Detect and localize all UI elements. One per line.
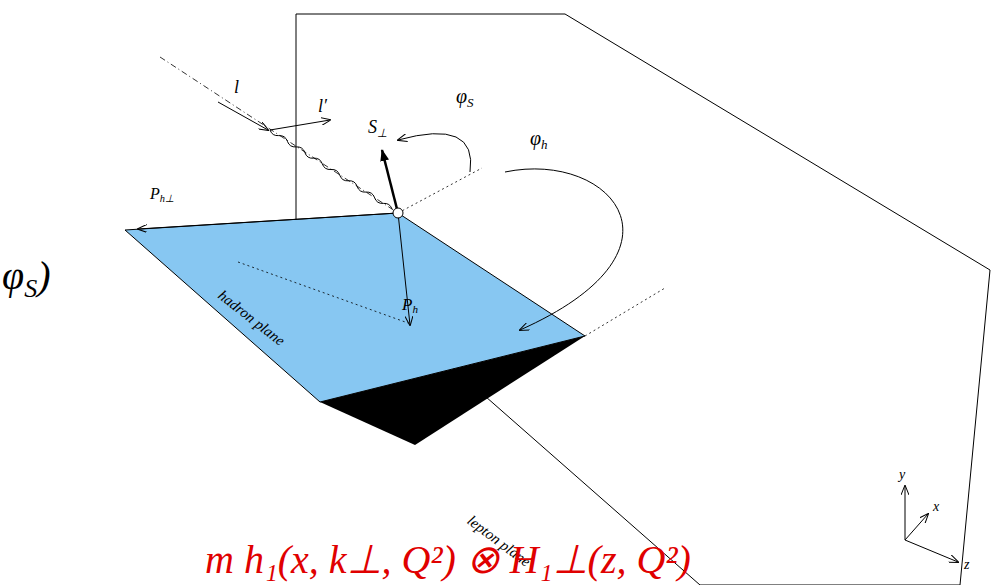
momentum-label: Ph⊥ bbox=[150, 186, 174, 205]
phi-s-arc bbox=[398, 134, 471, 172]
axis-label: y bbox=[899, 468, 905, 482]
shadow-triangle bbox=[320, 336, 585, 445]
vertex-dot bbox=[393, 208, 403, 218]
lepton-out-label: l′ bbox=[318, 97, 327, 115]
reference-line bbox=[585, 288, 665, 336]
projection-line bbox=[238, 262, 408, 323]
z-axis bbox=[905, 540, 958, 562]
beam-axis bbox=[160, 57, 398, 213]
ph-perp-arrow bbox=[138, 213, 398, 229]
formula: m h₁(x, k⊥, Q²) ⊗ H₁⊥(z, Q²) bbox=[205, 540, 691, 580]
axis-label: z bbox=[964, 558, 969, 572]
phi-h-arc bbox=[505, 169, 623, 330]
lepton-out bbox=[270, 120, 330, 130]
y-axis bbox=[905, 486, 906, 540]
formula-fragment: φS) bbox=[2, 256, 50, 302]
lepton-in-label: l bbox=[234, 78, 239, 96]
spin-arrow bbox=[382, 150, 398, 213]
angle-label: φh bbox=[530, 128, 548, 151]
momentum-label: Ph bbox=[402, 296, 418, 315]
lepton-in bbox=[218, 102, 268, 130]
reference-line bbox=[398, 168, 482, 213]
axis-label: x bbox=[933, 500, 939, 514]
photon-line bbox=[270, 130, 392, 209]
angle-label: φS bbox=[456, 86, 474, 109]
x-axis bbox=[905, 514, 928, 540]
spin-label: S⊥ bbox=[368, 118, 387, 139]
